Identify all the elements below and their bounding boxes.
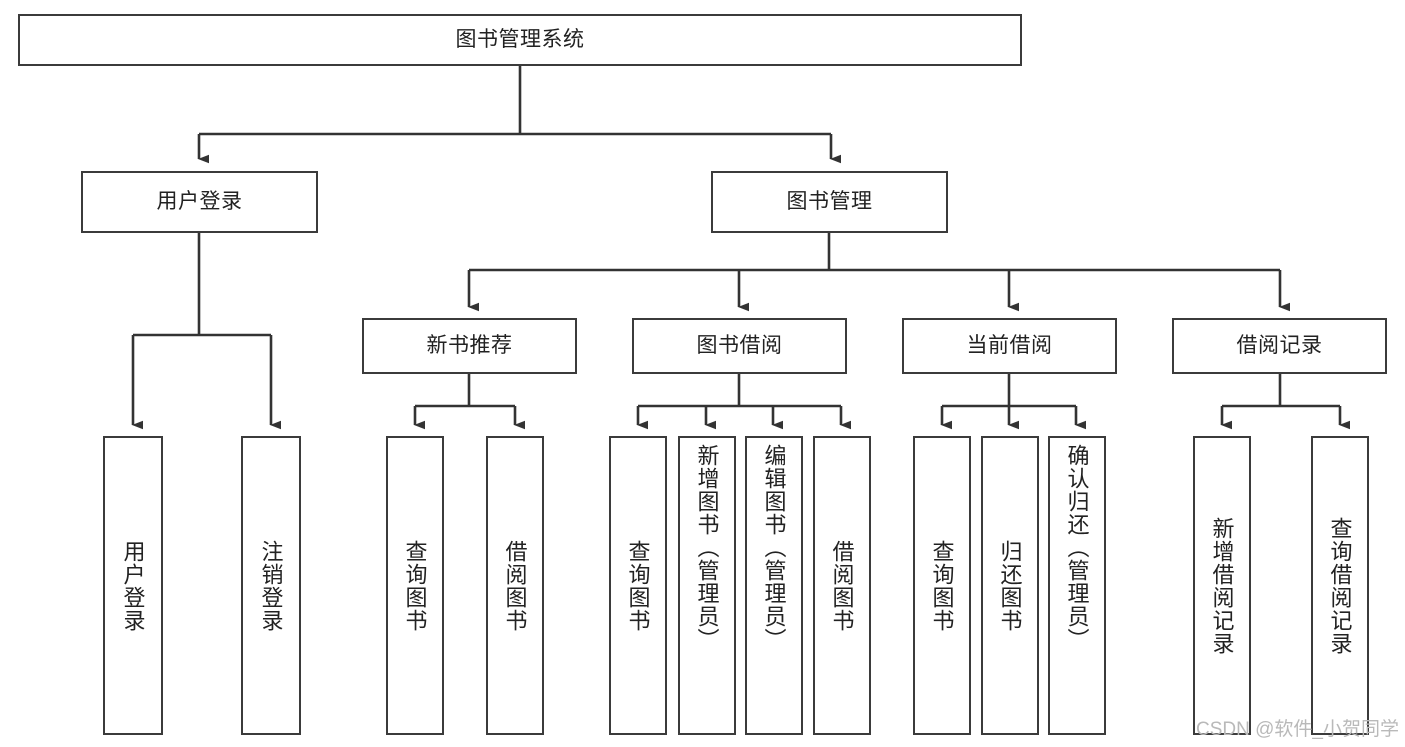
leaf-edit-book-admin[interactable]: 编辑图书（管理员） <box>745 436 803 735</box>
leaf-borrow-book-label: 借阅图书 <box>829 539 855 632</box>
leaf-borrow-book[interactable]: 借阅图书 <box>813 436 871 735</box>
node-borrow-record-label: 借阅记录 <box>1236 333 1323 357</box>
leaf-logout-label: 注销登录 <box>258 539 284 632</box>
node-book-management-label: 图书管理 <box>786 189 873 213</box>
leaf-query-book-current[interactable]: 查询图书 <box>913 436 971 735</box>
node-current-borrow-label: 当前借阅 <box>966 333 1053 357</box>
node-root-label: 图书管理系统 <box>455 27 585 51</box>
leaf-query-book-recommend[interactable]: 查询图书 <box>386 436 444 735</box>
leaf-add-borrow-record[interactable]: 新增借阅记录 <box>1193 436 1251 735</box>
csdn-watermark: CSDN @软件_小贺同学 <box>1196 719 1399 740</box>
node-new-book-recommend-label: 新书推荐 <box>426 333 513 357</box>
leaf-query-borrow-record[interactable]: 查询借阅记录 <box>1311 436 1369 735</box>
node-book-borrow-label: 图书借阅 <box>696 333 783 357</box>
node-root[interactable]: 图书管理系统 <box>18 14 1022 66</box>
leaf-return-book[interactable]: 归还图书 <box>981 436 1039 735</box>
node-book-borrow[interactable]: 图书借阅 <box>632 318 847 374</box>
leaf-add-borrow-record-label: 新增借阅记录 <box>1209 516 1235 655</box>
leaf-confirm-return-admin[interactable]: 确认归还（管理员） <box>1048 436 1106 735</box>
leaf-query-book-borrow-label: 查询图书 <box>625 539 651 632</box>
leaf-return-book-label: 归还图书 <box>997 539 1023 632</box>
node-book-management[interactable]: 图书管理 <box>711 171 948 233</box>
leaf-query-book-current-label: 查询图书 <box>929 539 955 632</box>
leaf-add-book-admin-label: 新增图书（管理员） <box>694 444 720 651</box>
leaf-query-book-recommend-label: 查询图书 <box>402 539 428 632</box>
node-borrow-record[interactable]: 借阅记录 <box>1172 318 1387 374</box>
leaf-confirm-return-admin-label: 确认归还（管理员） <box>1064 444 1090 651</box>
node-user-login-label: 用户登录 <box>156 189 243 213</box>
node-new-book-recommend[interactable]: 新书推荐 <box>362 318 577 374</box>
leaf-user-login-label: 用户登录 <box>120 539 146 632</box>
leaf-borrow-book-recommend-label: 借阅图书 <box>502 539 528 632</box>
leaf-query-borrow-record-label: 查询借阅记录 <box>1327 516 1353 655</box>
leaf-user-login[interactable]: 用户登录 <box>103 436 163 735</box>
leaf-edit-book-admin-label: 编辑图书（管理员） <box>761 444 787 651</box>
node-current-borrow[interactable]: 当前借阅 <box>902 318 1117 374</box>
leaf-query-book-borrow[interactable]: 查询图书 <box>609 436 667 735</box>
leaf-logout[interactable]: 注销登录 <box>241 436 301 735</box>
leaf-add-book-admin[interactable]: 新增图书（管理员） <box>678 436 736 735</box>
node-user-login[interactable]: 用户登录 <box>81 171 318 233</box>
leaf-borrow-book-recommend[interactable]: 借阅图书 <box>486 436 544 735</box>
